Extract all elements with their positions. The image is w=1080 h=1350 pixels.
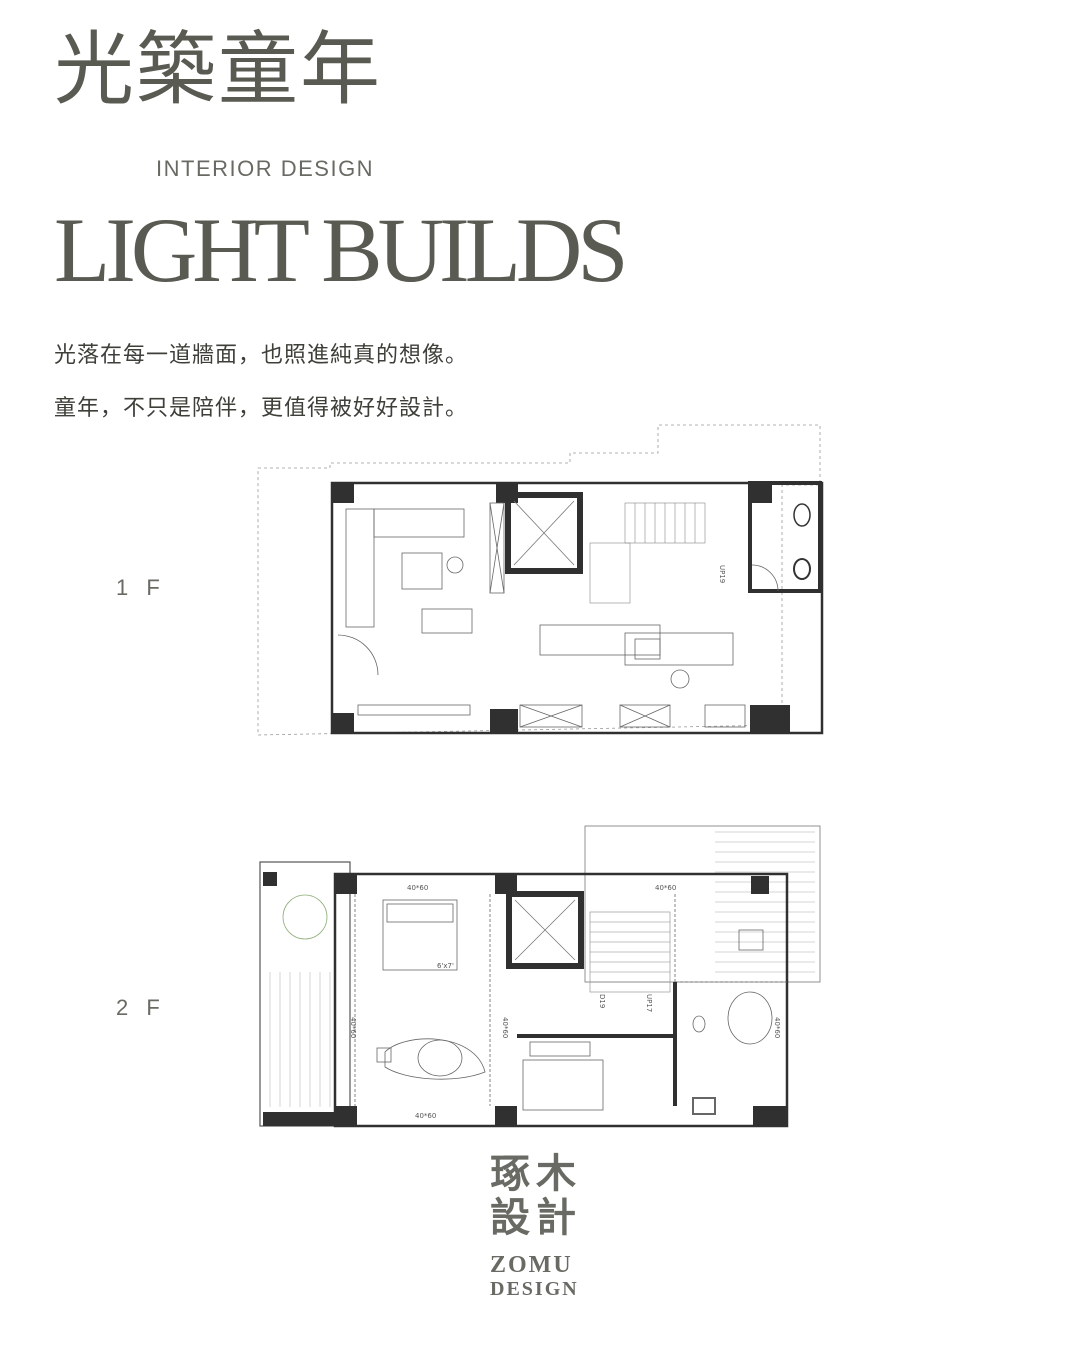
dimension-label-a: 40*60 — [407, 884, 428, 892]
dimension-label-f: 40*60 — [415, 1112, 436, 1120]
brand-zh-line-1: 琢木 — [490, 1150, 582, 1197]
dimension-label-c: 40*60 — [349, 1017, 357, 1038]
floor-plan-2f: D19 UP17 6'x7' 40*60 40*60 40*60 40*60 4… — [259, 825, 821, 1128]
brand-logo: 琢木 設計 ZOMU DESIGN — [490, 1150, 590, 1301]
page-title-zh: 光築童年 — [54, 23, 382, 116]
stair-label-2f-left: D19 — [598, 994, 606, 1008]
dimension-label-e: 40*60 — [773, 1017, 781, 1038]
floor-label-2f: 2 F — [116, 995, 166, 1020]
dimension-label-b: 40*60 — [655, 884, 676, 892]
description-line-2: 童年，不只是陪伴，更值得被好好設計。 — [54, 396, 469, 421]
page-subtitle: INTERIOR DESIGN — [156, 156, 375, 181]
stair-label-1f: UP19 — [718, 565, 726, 583]
brand-en-line-2: DESIGN — [490, 1278, 579, 1300]
stair-label-2f-right: UP17 — [645, 994, 653, 1012]
description-line-1: 光落在每一道牆面，也照進純真的想像。 — [54, 343, 469, 368]
floor-label-1f: 1 F — [116, 575, 166, 600]
bed-size-label: 6'x7' — [437, 962, 454, 970]
dimension-label-d: 40*60 — [501, 1017, 509, 1038]
brand-zh-line-2: 設計 — [490, 1194, 582, 1241]
floor-plan-1f: UP19 — [257, 424, 824, 736]
page-title-en: LIGHT BUILDS — [54, 199, 628, 301]
brand-en-line-1: ZOMU — [490, 1252, 573, 1278]
